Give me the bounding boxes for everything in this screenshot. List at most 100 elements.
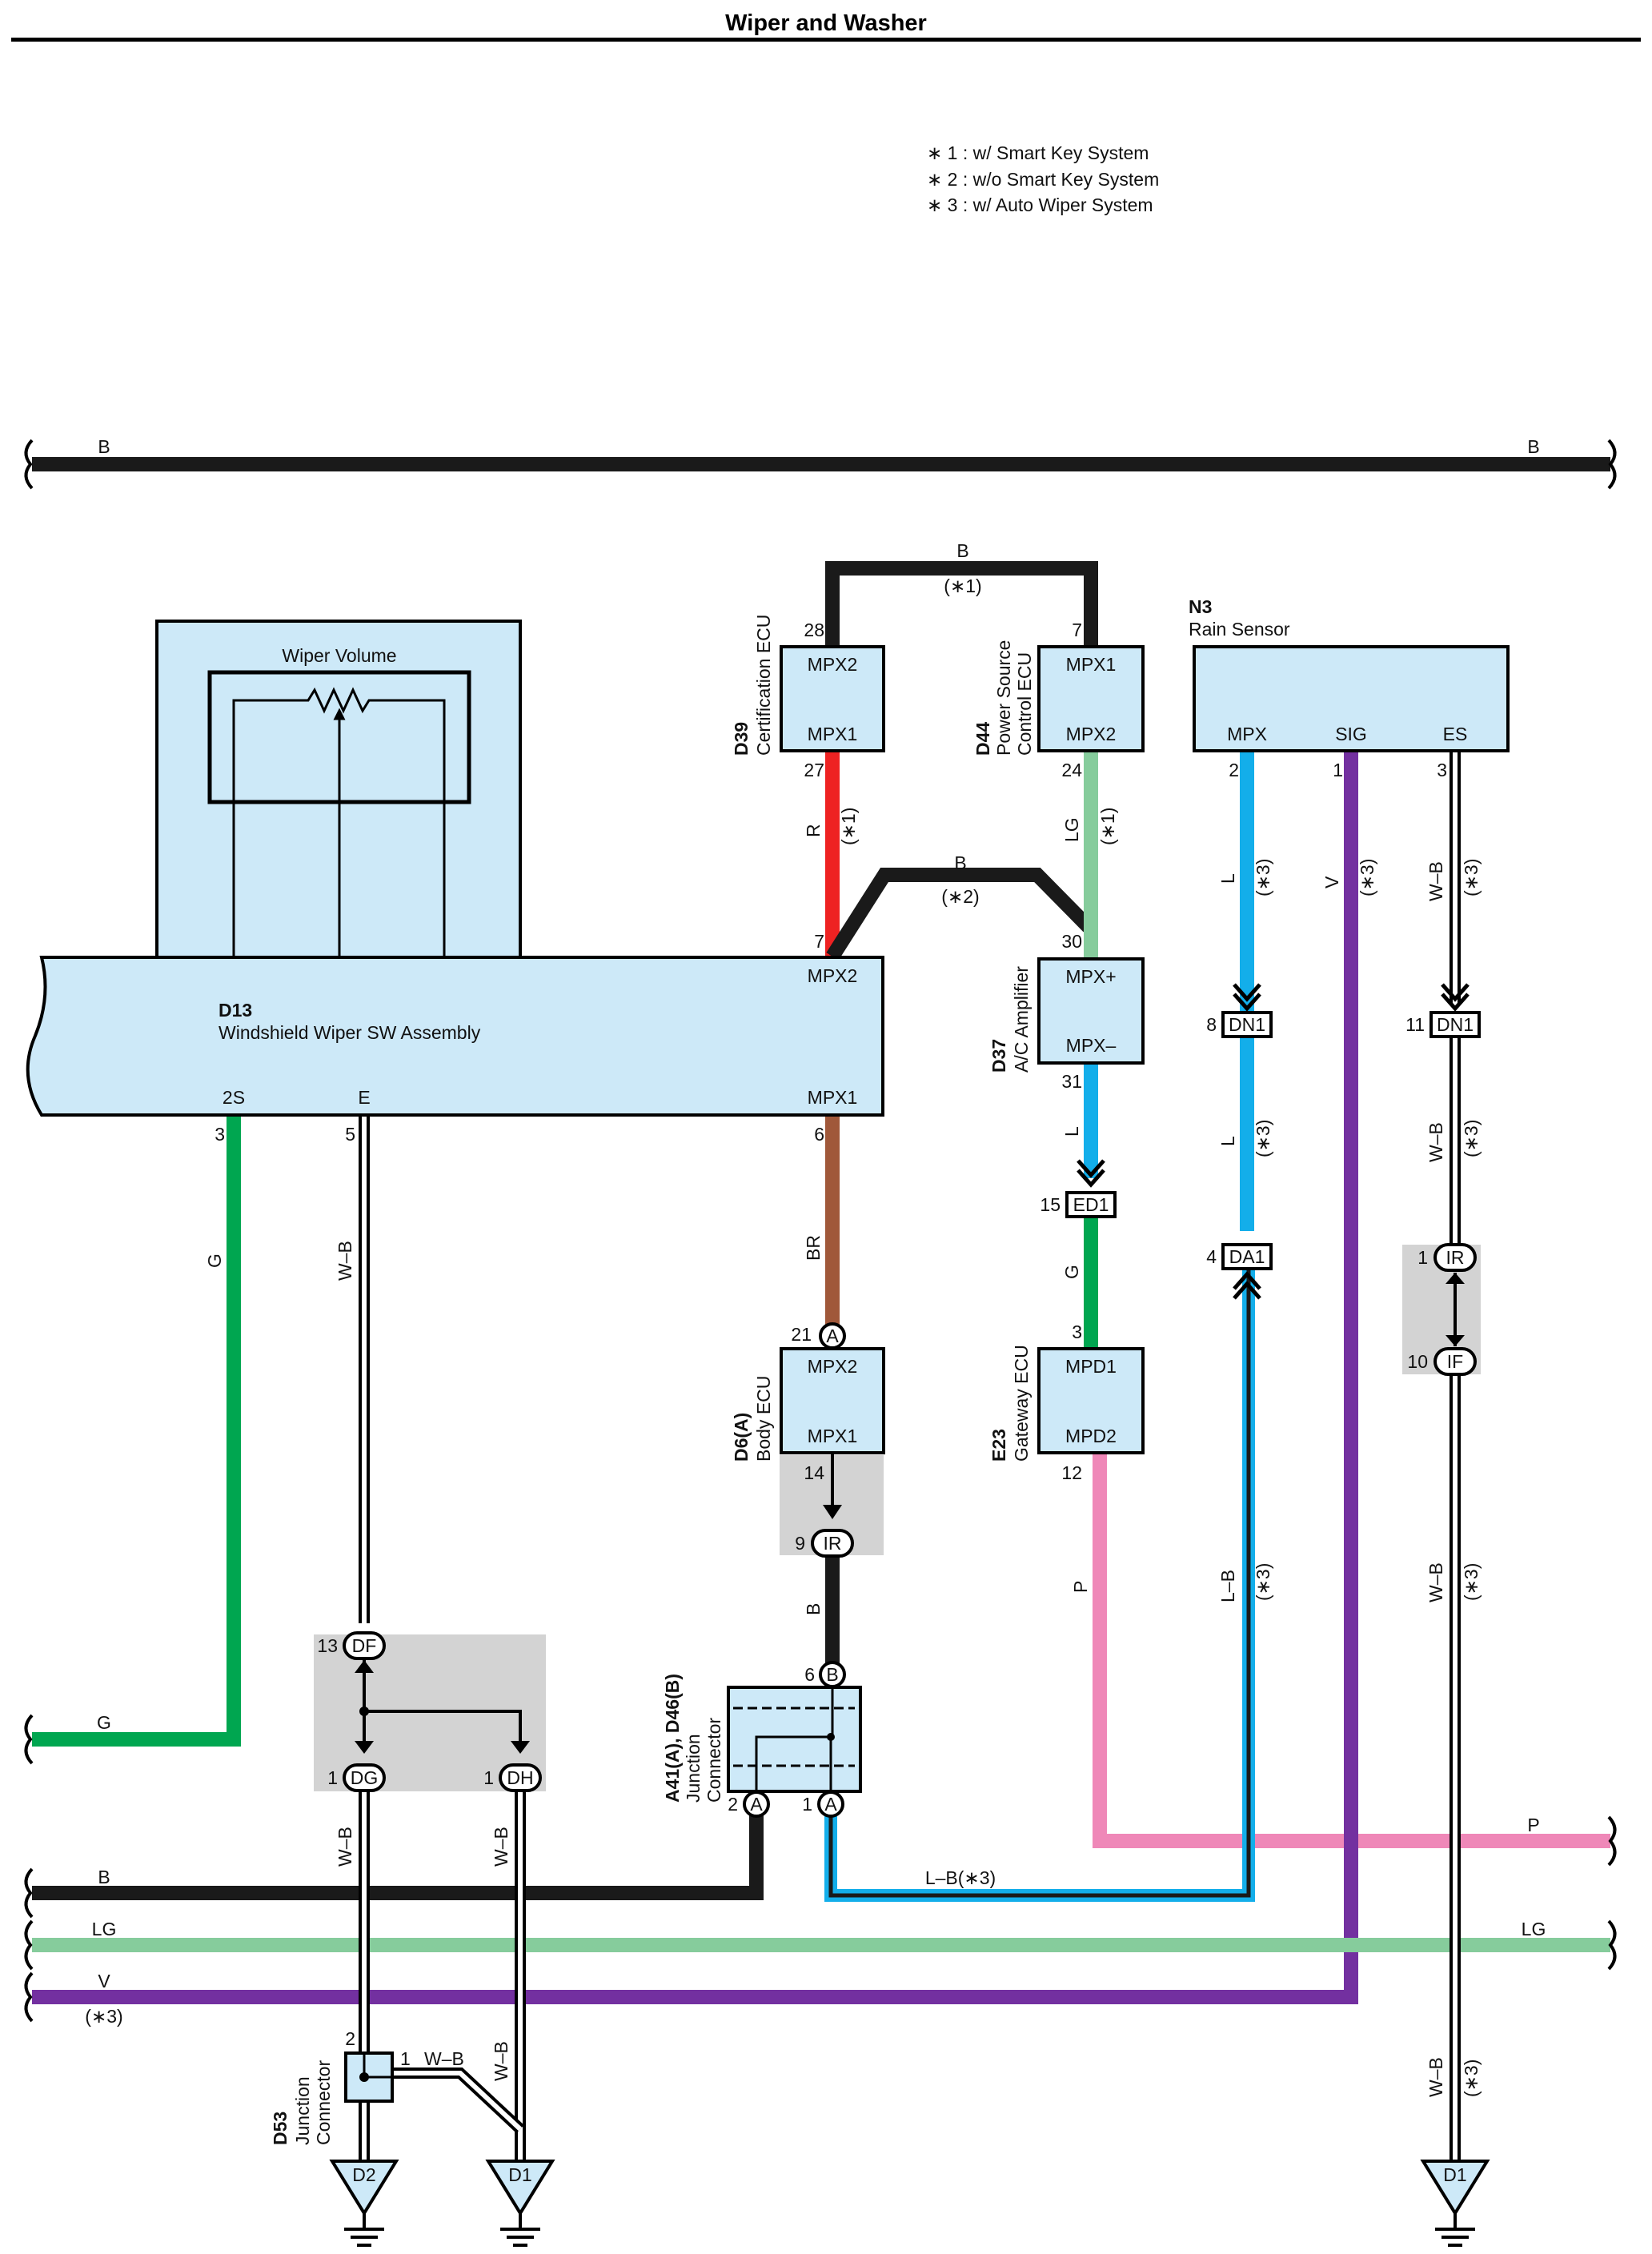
svg-text:(∗3): (∗3) [1253,1120,1273,1157]
svg-text:(∗3): (∗3) [1253,859,1273,896]
svg-text:2: 2 [728,1794,738,1815]
svg-text:A: A [826,1326,839,1346]
jc-internal [733,1687,855,1791]
d44-code: D44 [972,722,993,756]
connector-dn1-left: DN1 8 [1206,983,1273,1038]
break-right-top [1607,439,1617,490]
svg-text:B: B [803,1603,824,1615]
d13-code: D13 [219,1000,252,1021]
d53-pin2: 2 [345,2028,355,2049]
connector-dh: DH 1 [483,1763,542,1792]
d6-mpx1: MPX1 [808,1426,858,1446]
svg-text:ED1: ED1 [1073,1194,1109,1215]
svg-text:B: B [1527,436,1539,457]
svg-text:1: 1 [1417,1247,1428,1268]
svg-text:B: B [98,436,110,457]
title-rule [11,38,1641,42]
svg-text:W–B: W–B [335,1827,355,1867]
note-1: ∗ 1 : w/ Smart Key System [927,142,1149,163]
svg-text:9: 9 [795,1533,805,1554]
n3-pin2: 2 [1229,760,1239,780]
svg-text:(∗3): (∗3) [1357,859,1377,896]
d44-mpx2: MPX2 [1066,724,1117,744]
wiper-volume-label: Wiper Volume [282,645,396,666]
svg-text:8: 8 [1206,1014,1217,1035]
ground-d1-left: D1 [485,2160,555,2247]
svg-text:W–B: W–B [491,1827,511,1867]
svg-text:1: 1 [483,1767,494,1788]
svg-text:(∗3): (∗3) [1461,2059,1482,2097]
d13-pin6: 6 [814,1124,824,1145]
svg-text:B: B [954,852,966,873]
d13-mpx1: MPX1 [808,1087,858,1108]
svg-text:13: 13 [317,1635,338,1656]
ground-d2: D2 [329,2160,399,2247]
d13-pin5: 5 [345,1124,355,1145]
svg-text:1: 1 [327,1767,338,1788]
wb-wires [359,752,1461,2161]
e23-pin3: 3 [1072,1322,1082,1342]
d37-code: D37 [988,1039,1009,1073]
connector-dn1-right: DN1 11 [1405,983,1481,1038]
n3-es: ES [1443,724,1468,744]
svg-text:DG: DG [351,1767,379,1788]
d39-mpx2: MPX2 [808,654,858,675]
svg-text:W–B: W–B [335,1241,355,1281]
svg-text:(∗1): (∗1) [1097,808,1118,845]
n3-pin3: 3 [1437,760,1447,780]
svg-text:DA1: DA1 [1229,1246,1265,1267]
d44-box [1037,645,1145,752]
d13-e: E [358,1087,370,1108]
svg-text:(∗3): (∗3) [1461,1563,1482,1601]
svg-text:L: L [1217,1136,1238,1146]
d39-name: Certification ECU [753,615,774,756]
svg-text:11: 11 [1405,1014,1425,1035]
n3-pin1: 1 [1333,760,1343,780]
svg-text:W–B: W–B [1425,1122,1446,1162]
wire-lb-inner [828,1265,1251,1898]
e23-name: Gateway ECU [1011,1345,1032,1462]
svg-text:P: P [1527,1815,1539,1835]
d37-pin31: 31 [1061,1071,1082,1092]
svg-text:LG: LG [1522,1919,1546,1939]
svg-text:IF: IF [1447,1351,1463,1372]
svg-text:W–B: W–B [491,2041,511,2081]
svg-text:L: L [1217,873,1238,884]
svg-text:DN1: DN1 [1229,1014,1265,1035]
d6-code: D6(A) [731,1413,752,1462]
d37-mpxm: MPX– [1066,1035,1117,1056]
svg-text:W–B: W–B [1425,1562,1446,1602]
d13-2s: 2S [223,1087,245,1108]
d44-pin24: 24 [1061,760,1082,780]
svg-text:A: A [824,1794,837,1815]
wire-g-d13 [32,1115,241,1747]
svg-text:R: R [803,824,824,837]
connector-ed1: ED1 15 [1040,1159,1117,1218]
svg-text:IR: IR [1446,1247,1465,1268]
jc-box [727,1686,862,1793]
svg-text:15: 15 [1040,1194,1061,1215]
e23-mpd1: MPD1 [1065,1356,1117,1377]
svg-text:W–B: W–B [1425,861,1446,901]
svg-text:G: G [1061,1265,1082,1279]
d44-name2: Control ECU [1014,652,1035,756]
note-3: ∗ 3 : w/ Auto Wiper System [927,195,1153,215]
e23-box [1037,1347,1145,1454]
svg-text:(∗1): (∗1) [838,808,859,845]
svg-text:W–B: W–B [424,2048,464,2069]
d44-pin7: 7 [1072,620,1082,640]
d37-mpxp: MPX+ [1065,966,1116,987]
d53-name1: Junction [292,2076,313,2145]
d53-code: D53 [270,2112,291,2145]
connector-da1: DA1 4 [1206,1243,1273,1300]
svg-text:LG: LG [1061,817,1082,842]
d6-pin21: 21 [791,1324,812,1345]
pin-circle-jc-a2: A 2 [728,1791,770,1818]
svg-text:DF: DF [352,1635,377,1656]
connector-df: DF 13 [317,1631,386,1660]
svg-text:DN1: DN1 [1437,1014,1474,1035]
svg-text:(∗3): (∗3) [1461,1120,1482,1157]
svg-text:B: B [956,540,968,561]
e23-mpd2: MPD2 [1065,1426,1117,1446]
